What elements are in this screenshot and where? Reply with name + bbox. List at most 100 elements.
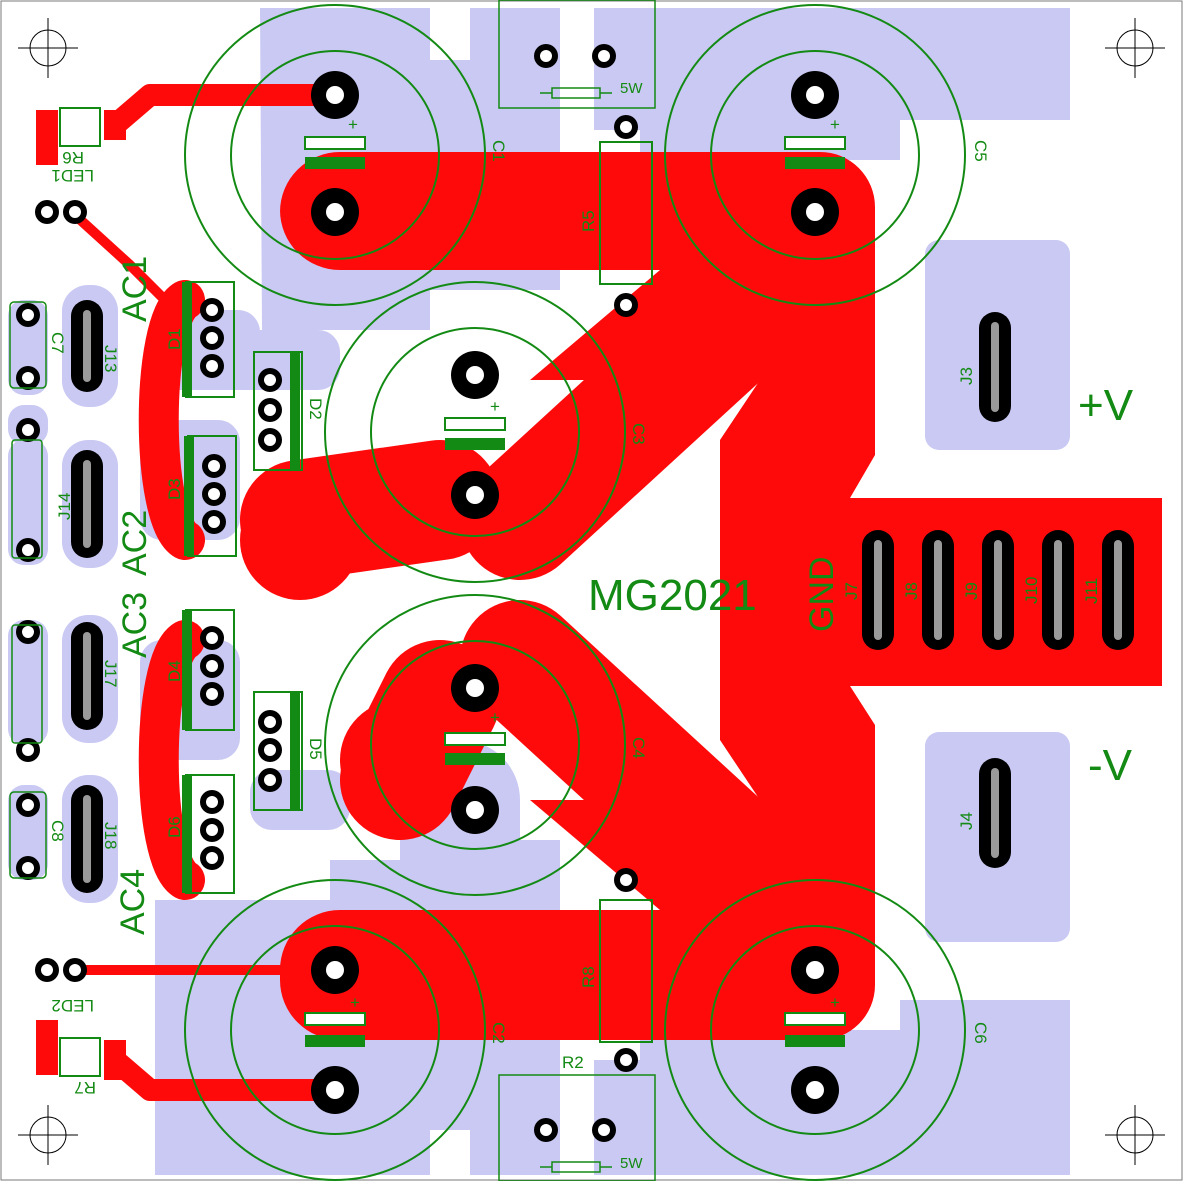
pad bbox=[16, 620, 40, 644]
mounting-hole bbox=[18, 18, 78, 78]
connector-slot bbox=[1102, 530, 1134, 650]
pad bbox=[200, 326, 224, 350]
connector-slots bbox=[71, 300, 1134, 893]
label-j3: J3 bbox=[957, 367, 976, 385]
label-j8: J8 bbox=[902, 582, 921, 600]
label-r8: R8 bbox=[579, 966, 598, 988]
label-led1: LED1 bbox=[51, 166, 94, 185]
label-d5: D5 bbox=[306, 738, 325, 760]
label-j7: J7 bbox=[842, 582, 861, 600]
mounting-hole bbox=[1105, 18, 1165, 78]
label-r5: R5 bbox=[579, 210, 598, 232]
label-j11: J11 bbox=[1082, 578, 1101, 604]
label-ac3: AC3 bbox=[116, 592, 154, 658]
pad bbox=[451, 664, 499, 712]
plus-mark-c3: + bbox=[490, 397, 500, 416]
silkscreen-labels: MG2021 +V -V GND AC1 AC2 AC3 AC4 C1 C5 C… bbox=[48, 80, 1134, 1172]
label-j18: J18 bbox=[101, 822, 120, 849]
pad bbox=[16, 366, 40, 390]
label-5w-top: 5W bbox=[620, 80, 643, 97]
label-j9: J9 bbox=[962, 582, 981, 600]
pad bbox=[63, 958, 87, 982]
label-j17: J17 bbox=[101, 660, 120, 687]
connector-slot bbox=[71, 300, 103, 392]
pad bbox=[200, 654, 224, 678]
pad bbox=[534, 1118, 558, 1142]
label-j14: J14 bbox=[55, 493, 74, 520]
cap-c2 bbox=[184, 879, 486, 1181]
pad bbox=[258, 710, 282, 734]
pad bbox=[451, 786, 499, 834]
connector-slot bbox=[71, 450, 103, 558]
connector-slot bbox=[979, 758, 1011, 868]
pad bbox=[200, 682, 224, 706]
pad bbox=[791, 946, 839, 994]
pad bbox=[614, 293, 638, 317]
board-title: MG2021 bbox=[588, 571, 757, 620]
pad bbox=[451, 351, 499, 399]
pad bbox=[16, 303, 40, 327]
pad bbox=[258, 768, 282, 792]
plus-mark-c2: + bbox=[350, 993, 360, 1012]
label-ac1: AC1 bbox=[116, 256, 154, 322]
pad bbox=[311, 1066, 359, 1114]
label-ac4: AC4 bbox=[114, 869, 152, 935]
plus-mark-c4: + bbox=[490, 708, 500, 727]
pad bbox=[592, 1118, 616, 1142]
label-j10: J10 bbox=[1022, 577, 1041, 604]
label-minus-v: -V bbox=[1088, 741, 1133, 790]
pad bbox=[16, 538, 40, 562]
pad bbox=[791, 1066, 839, 1114]
cap-c1 bbox=[184, 4, 486, 306]
pad bbox=[592, 44, 616, 68]
connector-slot bbox=[862, 530, 894, 650]
pad bbox=[200, 846, 224, 870]
pad bbox=[16, 856, 40, 880]
cap-c3 bbox=[324, 281, 626, 583]
plus-mark-c1: + bbox=[348, 115, 358, 134]
label-gnd: GND bbox=[803, 556, 841, 632]
label-c3: C3 bbox=[629, 423, 648, 445]
pad bbox=[200, 626, 224, 650]
mounting-holes bbox=[18, 18, 1165, 1165]
cap-polarity-marks bbox=[304, 136, 846, 1047]
pad bbox=[200, 790, 224, 814]
label-d3: D3 bbox=[165, 478, 184, 500]
pad bbox=[63, 200, 87, 224]
top-copper-layer bbox=[36, 84, 1162, 1101]
label-j13: J13 bbox=[101, 345, 120, 372]
label-5w-bottom: 5W bbox=[620, 1155, 643, 1172]
pad bbox=[200, 354, 224, 378]
pad bbox=[791, 188, 839, 236]
mounting-hole bbox=[1105, 1105, 1165, 1165]
label-led2: LED2 bbox=[51, 996, 94, 1015]
pad bbox=[202, 454, 226, 478]
plus-mark-c6: + bbox=[830, 993, 840, 1012]
cap-c6 bbox=[664, 879, 966, 1181]
label-c2: C2 bbox=[489, 1022, 508, 1044]
pad bbox=[311, 946, 359, 994]
label-d4: D4 bbox=[165, 660, 184, 682]
pad bbox=[200, 818, 224, 842]
pad bbox=[311, 188, 359, 236]
pad bbox=[614, 1048, 638, 1072]
pad bbox=[451, 471, 499, 519]
pad bbox=[202, 510, 226, 534]
label-r6: R6 bbox=[62, 148, 84, 167]
label-c5: C5 bbox=[971, 140, 990, 162]
pad bbox=[16, 418, 40, 442]
label-ac2: AC2 bbox=[116, 510, 154, 576]
pad bbox=[35, 958, 59, 982]
label-c4: C4 bbox=[629, 737, 648, 759]
through-hole-pads bbox=[16, 44, 839, 1142]
label-r2: R2 bbox=[562, 1053, 584, 1072]
pad bbox=[258, 368, 282, 392]
label-d1: D1 bbox=[165, 328, 184, 350]
pad bbox=[311, 71, 359, 119]
pad bbox=[534, 44, 558, 68]
pad bbox=[614, 115, 638, 139]
cap-c4 bbox=[324, 594, 626, 896]
connector-slot bbox=[1042, 530, 1074, 650]
resistor-outlines bbox=[9, 0, 656, 1181]
